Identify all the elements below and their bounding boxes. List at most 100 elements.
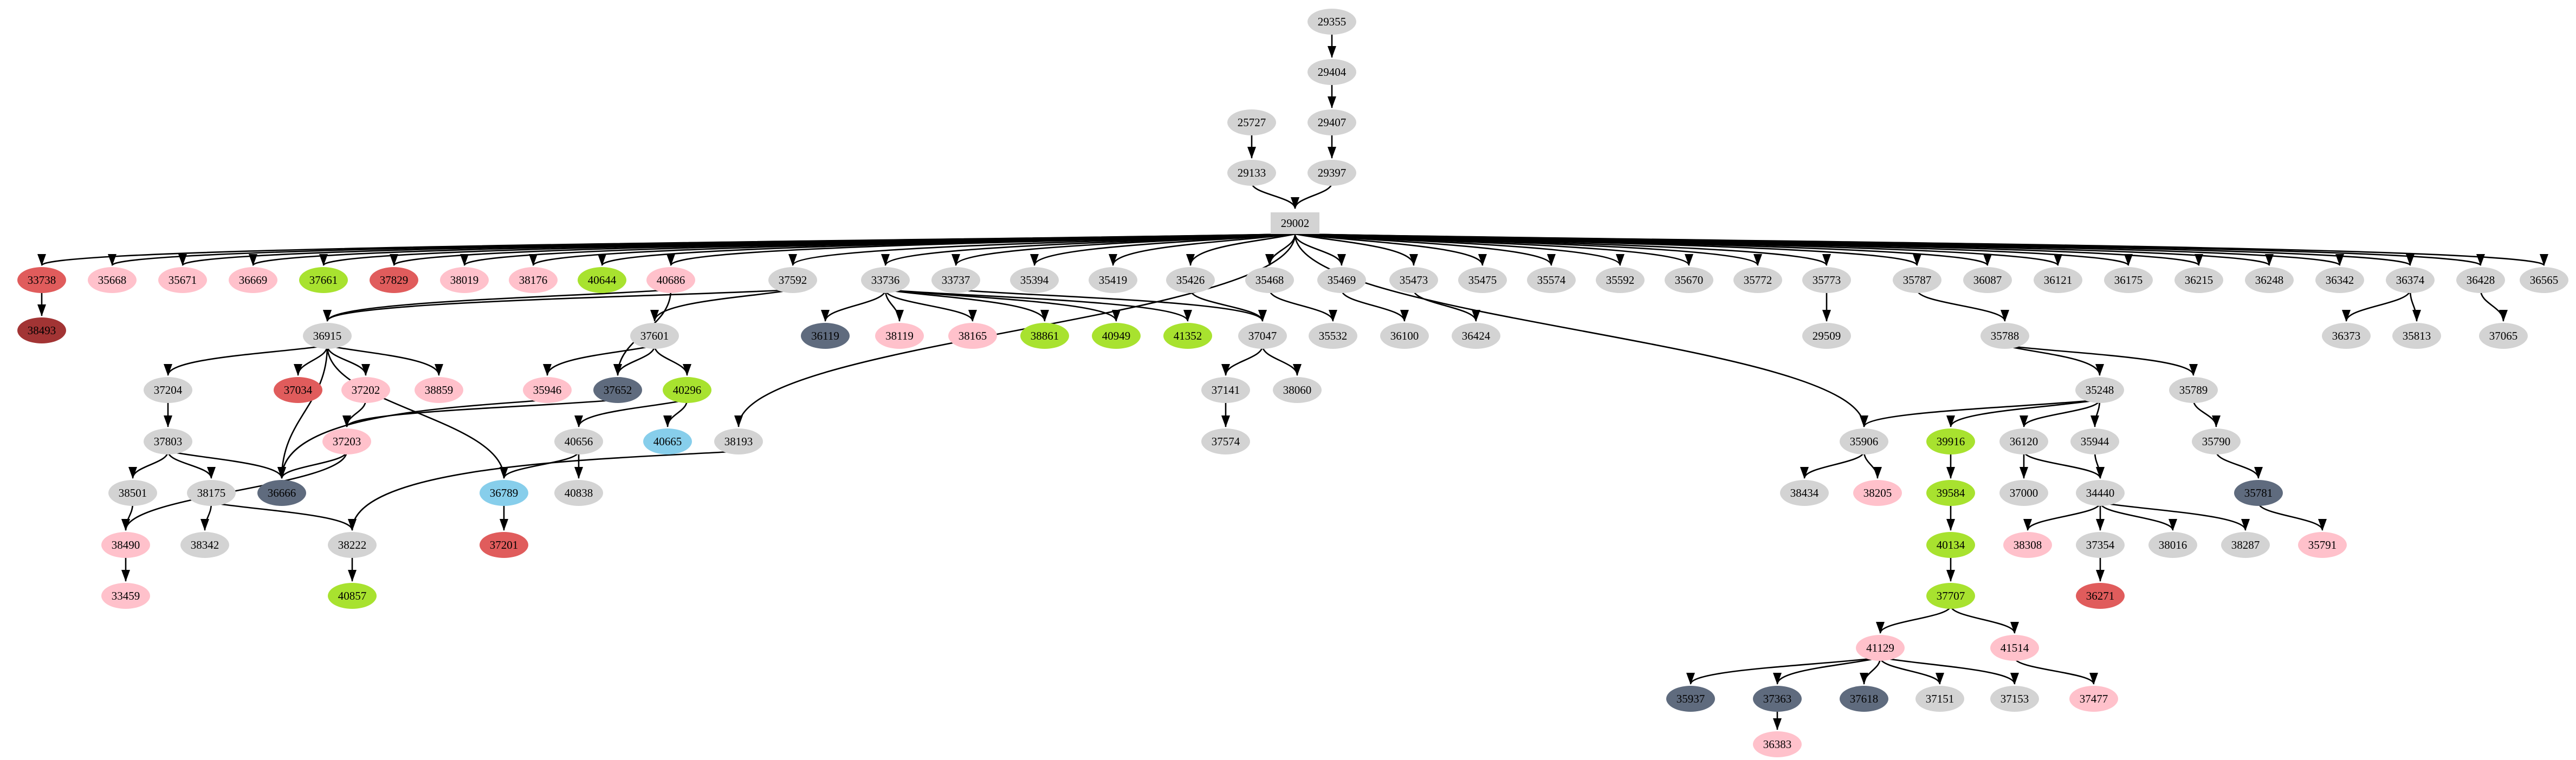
edge-38175-38222: [211, 502, 357, 531]
graph-node-36383: 36383: [1753, 731, 1802, 757]
node-ellipse-35944: [2070, 428, 2119, 454]
edge-40296-40656: [574, 399, 688, 427]
node-ellipse-36666: [257, 480, 306, 506]
graph-node-35419: 35419: [1089, 267, 1137, 293]
edge-35787-35788: [1916, 289, 2009, 322]
node-label-35668: 35668: [98, 274, 127, 287]
node-label-38493: 38493: [28, 324, 56, 337]
node-label-35937: 35937: [1677, 692, 1705, 705]
node-ellipse-37151: [1915, 686, 1964, 712]
graph-node-39916: 39916: [1926, 428, 1975, 454]
node-ellipse-37803: [144, 428, 192, 454]
node-label-35772: 35772: [1744, 274, 1772, 287]
edge-33736-38119: [884, 289, 904, 322]
node-label-40857: 40857: [338, 589, 367, 602]
node-ellipse-41514: [1990, 635, 2039, 661]
edge-37592-36915: [323, 289, 793, 322]
node-ellipse-35946: [523, 377, 572, 403]
edge-35789-35790: [2192, 399, 2221, 427]
graph-node-29407: 29407: [1308, 109, 1356, 135]
node-label-36271: 36271: [2086, 589, 2115, 602]
node-ellipse-29404: [1308, 59, 1356, 85]
node-ellipse-35394: [1010, 267, 1059, 293]
node-label-36666: 36666: [268, 486, 296, 499]
node-ellipse-41352: [1163, 323, 1212, 349]
node-ellipse-35475: [1458, 267, 1507, 293]
edge-40686-36915: [323, 289, 671, 322]
node-label-37354: 37354: [2086, 538, 2115, 551]
node-ellipse-38016: [2148, 532, 2197, 558]
node-label-29002: 29002: [1281, 217, 1310, 230]
node-label-35946: 35946: [533, 384, 562, 397]
node-label-38222: 38222: [338, 538, 367, 551]
edge-29002-35419: [1109, 233, 1296, 266]
node-label-37477: 37477: [2080, 692, 2108, 705]
node-ellipse-38501: [108, 480, 157, 506]
node-ellipse-36374: [2386, 267, 2435, 293]
graph-node-38175: 38175: [187, 480, 236, 506]
graph-node-37047: 37047: [1238, 323, 1287, 349]
graph-node-40134: 40134: [1926, 532, 1975, 558]
node-ellipse-37034: [274, 377, 322, 403]
node-label-35475: 35475: [1468, 274, 1497, 287]
node-ellipse-36100: [1380, 323, 1429, 349]
node-ellipse-35426: [1166, 267, 1215, 293]
edge-36374-36373: [2342, 289, 2411, 322]
node-label-29355: 29355: [1318, 15, 1347, 28]
graph-node-35671: 35671: [158, 267, 207, 293]
graph-node-37034: 37034: [274, 377, 322, 403]
edge-41129-37153: [1880, 657, 2019, 685]
edge-35781-35791: [2257, 502, 2327, 531]
node-label-39584: 39584: [1937, 486, 1965, 499]
node-ellipse-40134: [1926, 532, 1975, 558]
node-label-39916: 39916: [1937, 435, 1965, 448]
edge-36915-37034: [294, 345, 328, 376]
node-ellipse-41129: [1856, 635, 1905, 661]
graph-node-36915: 36915: [303, 323, 352, 349]
node-ellipse-40686: [646, 267, 695, 293]
node-ellipse-29355: [1308, 9, 1356, 35]
graph-node-36175: 36175: [2104, 267, 2153, 293]
node-label-38434: 38434: [1790, 486, 1819, 499]
edge-36915-36666: [277, 345, 328, 479]
graph-node-40949: 40949: [1092, 323, 1141, 349]
node-label-38342: 38342: [191, 538, 219, 551]
node-label-35787: 35787: [1903, 274, 1932, 287]
edge-36428-37065: [2480, 289, 2508, 322]
node-label-37153: 37153: [2001, 692, 2029, 705]
graph-node-37151: 37151: [1915, 686, 1964, 712]
node-label-38490: 38490: [112, 538, 140, 551]
graph-node-37601: 37601: [630, 323, 679, 349]
edge-35473-36424: [1413, 289, 1480, 322]
graph-node-35790: 35790: [2192, 428, 2241, 454]
node-label-35790: 35790: [2202, 435, 2231, 448]
edge-37601-37652: [613, 345, 656, 376]
edge-37601-35946: [543, 345, 655, 376]
node-ellipse-37601: [630, 323, 679, 349]
node-label-37204: 37204: [154, 384, 183, 397]
graph-node-29404: 29404: [1308, 59, 1356, 85]
graph-node-36789: 36789: [480, 480, 528, 506]
graph-node-38861: 38861: [1020, 323, 1069, 349]
node-label-25727: 25727: [1238, 116, 1266, 129]
graph-node-35473: 35473: [1389, 267, 1438, 293]
node-label-40134: 40134: [1937, 538, 1965, 551]
node-ellipse-36669: [229, 267, 277, 293]
graph-node-37000: 37000: [1999, 480, 2048, 506]
node-ellipse-37661: [299, 267, 348, 293]
graph-node-35475: 35475: [1458, 267, 1507, 293]
node-label-36248: 36248: [2255, 274, 2284, 287]
node-ellipse-37477: [2069, 686, 2118, 712]
node-ellipse-39916: [1926, 428, 1975, 454]
node-label-36669: 36669: [239, 274, 268, 287]
graph-node-36215: 36215: [2174, 267, 2223, 293]
graph-node-36121: 36121: [2034, 267, 2082, 293]
edge-41514-37477: [2014, 657, 2098, 685]
node-label-36915: 36915: [313, 329, 342, 342]
node-label-29407: 29407: [1318, 116, 1347, 129]
node-label-36342: 36342: [2326, 274, 2354, 287]
graph-node-38501: 38501: [108, 480, 157, 506]
node-label-37574: 37574: [1212, 435, 1240, 448]
node-label-40838: 40838: [565, 486, 593, 499]
